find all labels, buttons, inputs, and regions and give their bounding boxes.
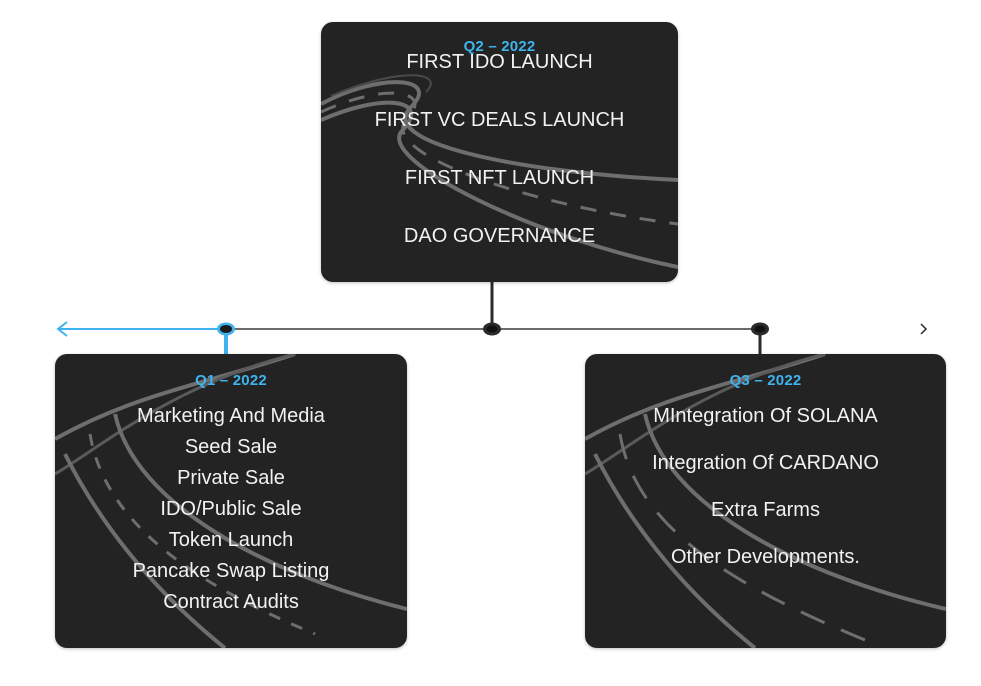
milestone-item: Seed Sale bbox=[184, 436, 278, 458]
milestone-item: FIRST NFT LAUNCH bbox=[404, 167, 595, 189]
chevron-right-icon[interactable] bbox=[912, 318, 934, 340]
road-background bbox=[585, 354, 946, 648]
timeline-node-q3[interactable] bbox=[751, 322, 769, 336]
milestone-item: FIRST IDO LAUNCH bbox=[406, 51, 593, 73]
roadmap-card-q2: Q2 – 2022 FIRST IDO LAUNCH FIRST VC DEAL… bbox=[321, 22, 678, 282]
chevron-left-icon[interactable] bbox=[48, 318, 72, 340]
quarter-label: Q1 – 2022 bbox=[195, 372, 267, 389]
milestone-item: Contract Audits bbox=[163, 591, 299, 613]
road-background bbox=[321, 74, 678, 269]
milestone-item: Pancake Swap Listing bbox=[132, 560, 330, 582]
milestone-item: Extra Farms bbox=[711, 499, 820, 521]
road-background bbox=[55, 354, 407, 648]
roadmap-card-q3: Q3 – 2022 MIntegration Of SOLANA Integra… bbox=[585, 354, 946, 648]
milestone-item: DAO GOVERNANCE bbox=[403, 225, 596, 247]
milestone-item: Private Sale bbox=[177, 467, 285, 489]
timeline-node-q1[interactable] bbox=[217, 322, 235, 336]
roadmap-card-q1: Q1 – 2022 Marketing And Media Seed Sale … bbox=[55, 354, 407, 648]
milestone-item: Marketing And Media bbox=[137, 405, 325, 427]
milestone-item: Token Launch bbox=[168, 529, 294, 551]
quarter-label: Q2 – 2022 bbox=[463, 38, 536, 55]
timeline-node-q2[interactable] bbox=[483, 322, 501, 336]
milestone-item: MIntegration Of SOLANA bbox=[653, 405, 878, 427]
milestone-item: Other Developments. bbox=[671, 546, 860, 568]
quarter-label: Q3 – 2022 bbox=[729, 372, 802, 389]
milestone-item: Integration Of CARDANO bbox=[652, 452, 879, 474]
milestone-item: IDO/Public Sale bbox=[160, 498, 302, 520]
milestone-item: FIRST VC DEALS LAUNCH bbox=[374, 109, 625, 131]
